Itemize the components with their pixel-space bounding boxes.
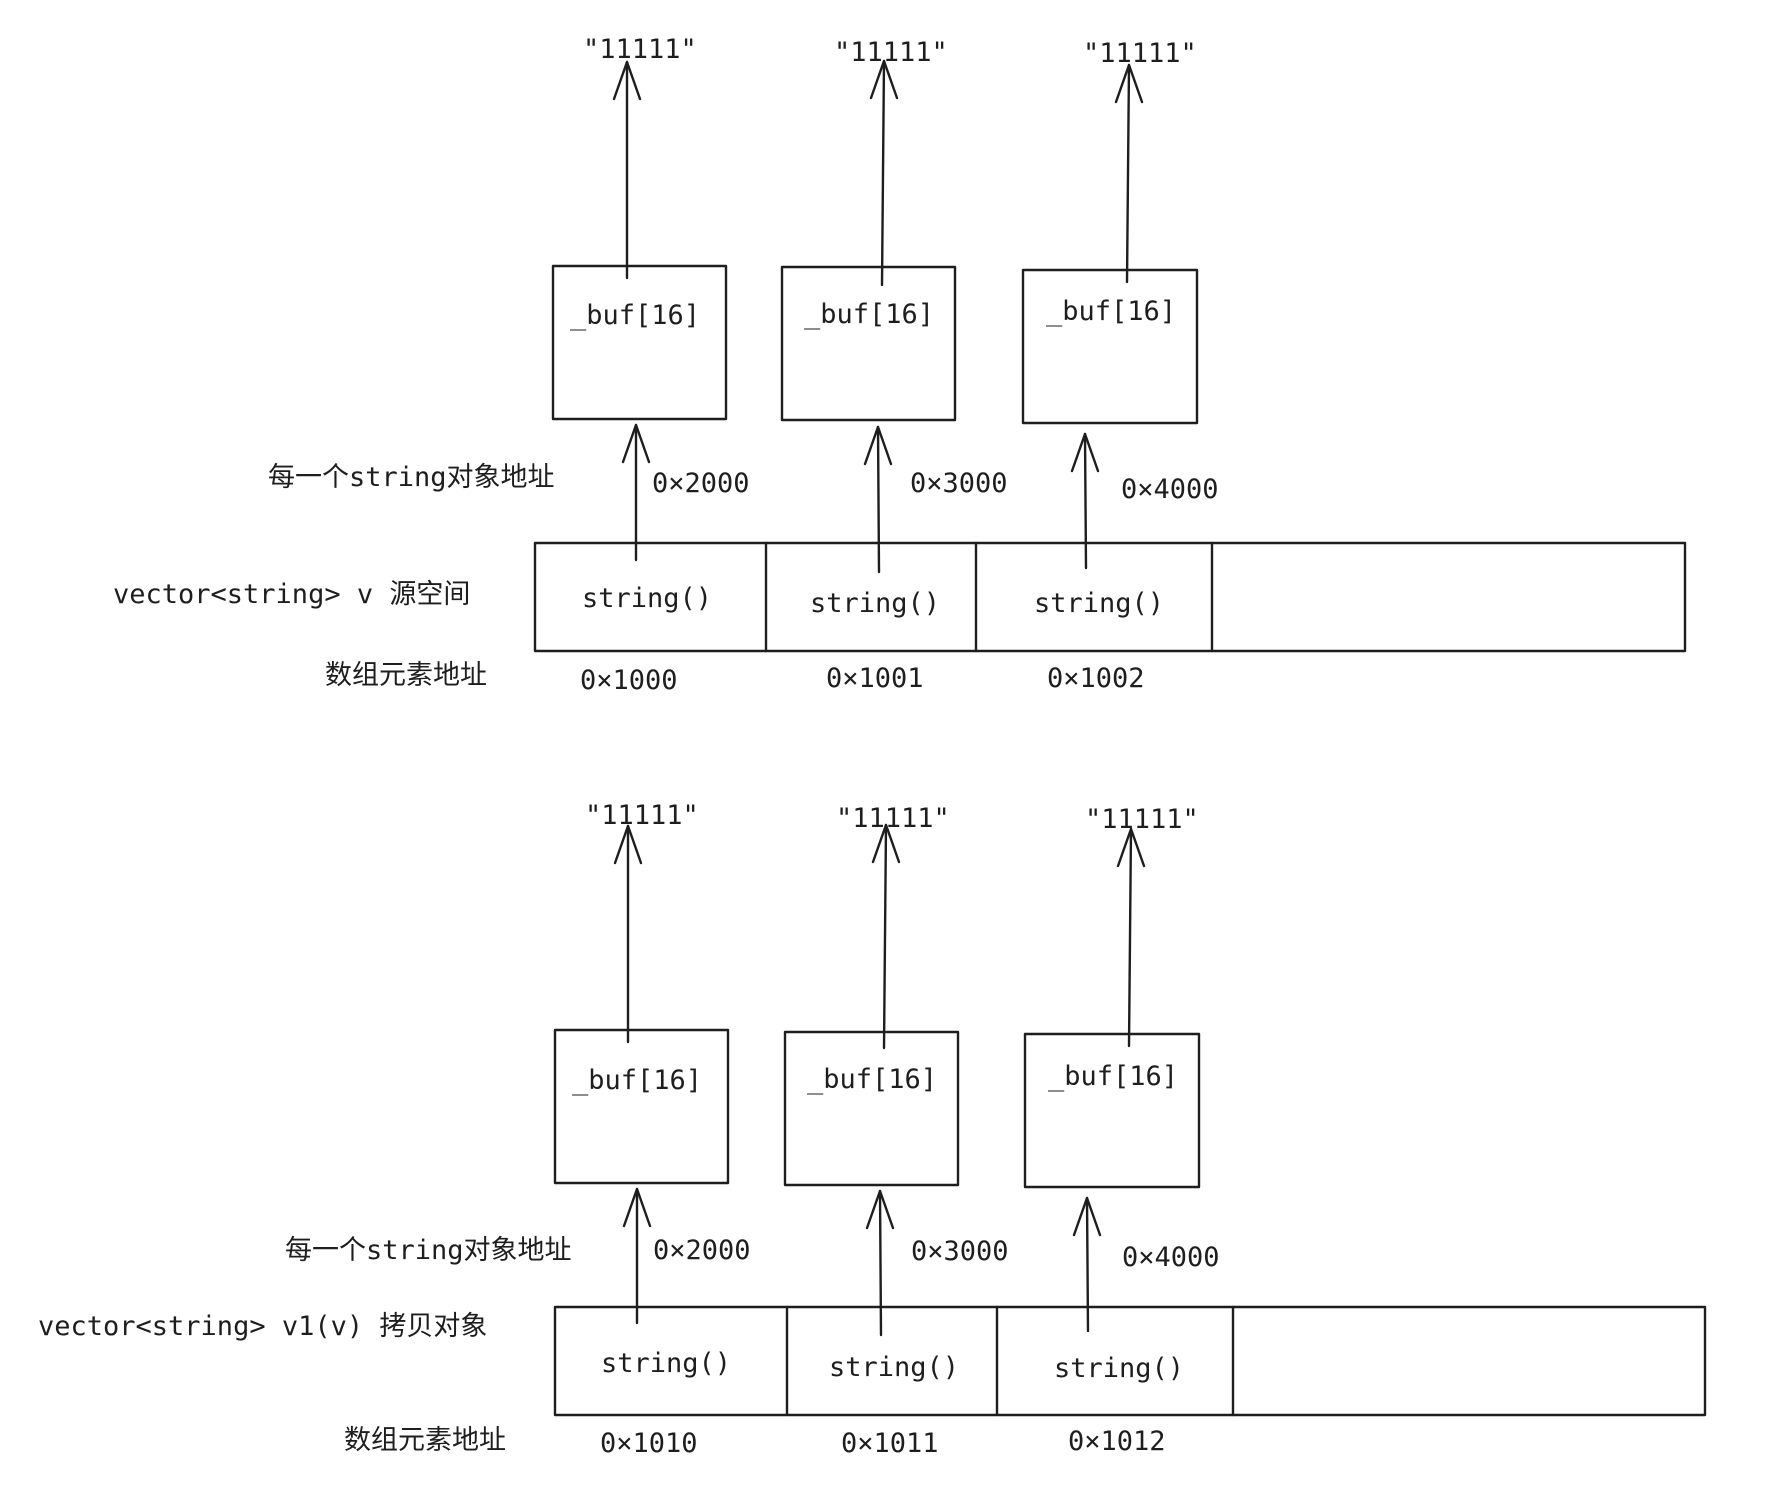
copy-object-addr-label: 每一个string对象地址: [285, 1235, 572, 1266]
source-buf-box: [780, 265, 957, 422]
arrow-head-icon: [613, 824, 643, 865]
copy-buffer-content-arrow: [882, 823, 888, 1050]
source-cell-value: string(): [1034, 588, 1165, 619]
copy-object-address: 0×3000: [911, 1236, 1009, 1267]
arrow-head-icon: [1070, 432, 1100, 473]
source-element-addr-label: 数组元素地址: [325, 660, 487, 691]
copy-buffer-content-arrow: [1127, 827, 1133, 1048]
copy-element-address: 0×1010: [600, 1428, 698, 1459]
arrow-head-icon: [871, 823, 901, 864]
copy-cell-value: string(): [601, 1348, 732, 1379]
copy-element-addr-label: 数组元素地址: [344, 1425, 506, 1456]
copy-object-pointer-arrow: [1085, 1196, 1090, 1333]
source-vector-label: vector<string> v 源空间: [113, 579, 471, 610]
copy-buf-label: _buf[16]: [1048, 1061, 1179, 1092]
source-buf-label: _buf[16]: [1046, 296, 1177, 327]
arrow-head-icon: [1072, 1196, 1102, 1237]
source-buf-label: _buf[16]: [804, 299, 935, 330]
source-cell-value: string(): [810, 588, 941, 619]
source-element-address: 0×1001: [826, 663, 924, 694]
source-string-content: "11111": [834, 37, 948, 68]
source-object-address: 0×4000: [1121, 474, 1219, 505]
arrow-head-icon: [1114, 63, 1144, 104]
source-buf-label: _buf[16]: [570, 300, 701, 331]
source-buffer-content-arrow: [880, 59, 886, 287]
copy-element-address: 0×1012: [1068, 1426, 1166, 1457]
source-buffer-content-arrow: [1125, 63, 1131, 284]
copy-object-address: 0×2000: [653, 1235, 751, 1266]
source-string-content: "11111": [583, 34, 697, 65]
arrow-head-icon: [1116, 827, 1146, 868]
copy-element-address: 0×1011: [841, 1428, 939, 1459]
copy-string-content: "11111": [836, 803, 950, 834]
source-element-address: 0×1000: [580, 665, 678, 696]
arrow-head-icon: [865, 1189, 895, 1230]
copy-cell-value: string(): [829, 1352, 960, 1383]
source-cell-value: string(): [582, 583, 713, 614]
arrow-head-icon: [869, 59, 899, 100]
arrow-head-icon: [621, 423, 651, 464]
copy-cell-value: string(): [1054, 1353, 1185, 1384]
copy-string-content: "11111": [1085, 804, 1199, 835]
source-buf-box: [551, 264, 728, 421]
arrow-head-icon: [622, 1187, 652, 1228]
copy-buf-box: [783, 1030, 960, 1187]
source-string-content: "11111": [1083, 38, 1197, 69]
copy-string-content: "11111": [585, 800, 699, 831]
source-element-address: 0×1002: [1047, 663, 1145, 694]
copy-buf-box: [1023, 1032, 1201, 1189]
source-object-addr-label: 每一个string对象地址: [268, 462, 555, 493]
copy-vector-array: [553, 1305, 1707, 1417]
source-object-address: 0×3000: [910, 468, 1008, 499]
arrow-head-icon: [863, 425, 893, 466]
source-object-pointer-arrow: [876, 425, 881, 574]
source-object-address: 0×2000: [652, 468, 750, 499]
copy-buf-label: _buf[16]: [572, 1065, 703, 1096]
copy-object-address: 0×4000: [1122, 1242, 1220, 1273]
copy-object-pointer-arrow: [878, 1189, 883, 1337]
source-vector-array: [533, 541, 1687, 653]
source-object-pointer-arrow: [1083, 432, 1088, 570]
arrow-head-icon: [612, 60, 642, 101]
copy-buf-box: [553, 1028, 730, 1185]
source-buf-box: [1021, 268, 1199, 425]
copy-buf-label: _buf[16]: [807, 1064, 938, 1095]
copy-vector-label: vector<string> v1(v) 拷贝对象: [38, 1311, 488, 1342]
